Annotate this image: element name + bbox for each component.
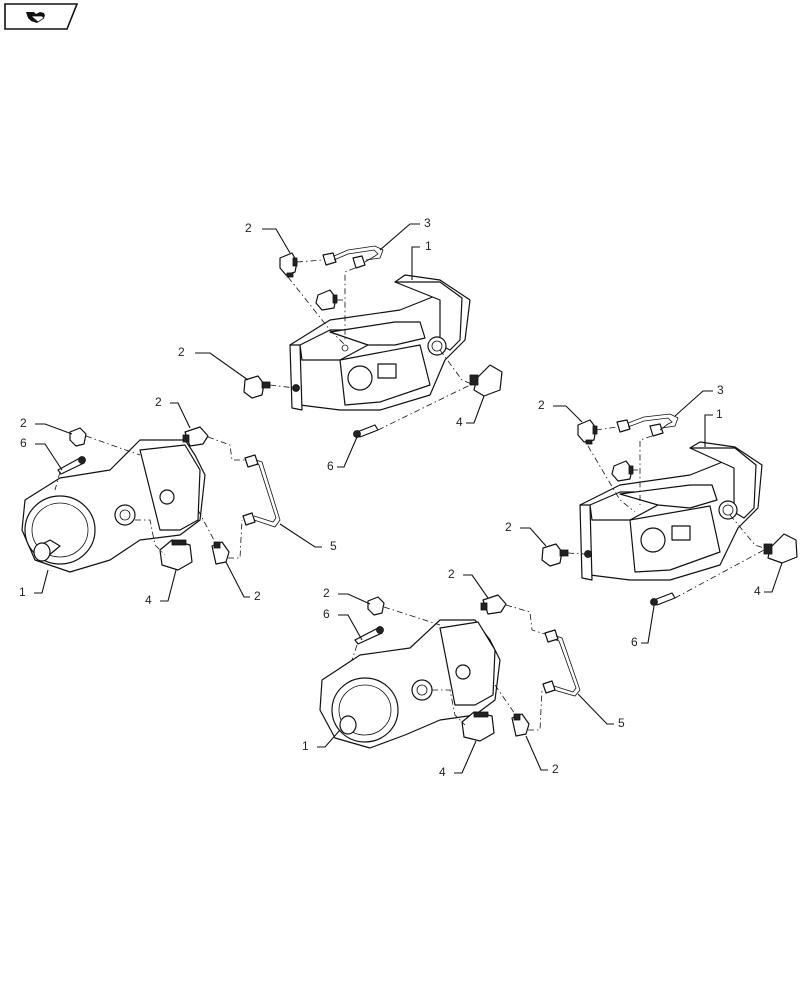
callout-label[interactable]: 2	[155, 395, 162, 409]
bolt-6-left[interactable]	[57, 456, 86, 475]
elbow-fitting-4-left[interactable]	[159, 539, 193, 571]
motor-body-bottom[interactable]	[319, 619, 501, 749]
callouts-top-center: 2 3 1 2 4 6	[178, 216, 463, 473]
elbow-fitting-2-right-a[interactable]	[577, 419, 598, 445]
back-to-index-button[interactable]	[4, 3, 79, 30]
callout-label[interactable]: 6	[631, 635, 638, 649]
tube-3[interactable]	[322, 245, 384, 269]
callout-label[interactable]: 1	[425, 239, 432, 253]
callout-label[interactable]: 1	[302, 739, 309, 753]
elbow-fitting-2-b[interactable]	[243, 375, 271, 399]
bolt-6-top[interactable]	[353, 424, 379, 438]
callout-label[interactable]: 6	[323, 607, 330, 621]
callout-label[interactable]: 2	[20, 416, 27, 430]
motor-body-right[interactable]	[579, 441, 763, 581]
view-left	[21, 402, 322, 602]
callout-label[interactable]: 4	[754, 584, 761, 598]
nut-fitting-top[interactable]	[315, 289, 338, 311]
callout-label[interactable]: 4	[145, 593, 152, 607]
callouts-right: 2 3 1 2 4 6	[505, 383, 761, 649]
elbow-fitting-4-right[interactable]	[763, 533, 798, 564]
fitting-2-left-b[interactable]	[182, 426, 209, 447]
book-hand-icon	[26, 12, 45, 23]
callout-label[interactable]: 3	[424, 216, 431, 230]
callout-label[interactable]: 2	[552, 762, 559, 776]
callouts-bottom-center: 2 6 2 5 1 4 2	[302, 567, 625, 779]
elbow-fitting-4-top[interactable]	[469, 364, 503, 397]
bolt-6-right[interactable]	[650, 592, 676, 606]
callout-label[interactable]: 5	[618, 716, 625, 730]
fitting-2-left-c[interactable]	[211, 541, 230, 565]
callout-label[interactable]: 2	[178, 345, 185, 359]
callout-label[interactable]: 4	[439, 765, 446, 779]
view-bottom-center	[317, 574, 614, 774]
callout-label[interactable]: 6	[327, 459, 334, 473]
elbow-fitting-4-bottom[interactable]	[461, 711, 495, 742]
motor-body-left[interactable]	[21, 439, 206, 573]
callout-label[interactable]: 3	[717, 383, 724, 397]
nut-2-left-a[interactable]	[69, 427, 87, 447]
view-top-center	[195, 223, 503, 468]
callout-label[interactable]: 1	[716, 407, 723, 421]
callout-label[interactable]: 1	[19, 585, 26, 599]
callout-label[interactable]: 2	[254, 589, 261, 603]
nut-fitting-right[interactable]	[611, 460, 634, 482]
callout-label[interactable]: 6	[20, 436, 27, 450]
tube-5-bottom[interactable]	[542, 629, 581, 697]
callout-label[interactable]: 2	[538, 398, 545, 412]
callout-label[interactable]: 2	[448, 567, 455, 581]
motor-body-top[interactable]	[289, 274, 471, 411]
elbow-fitting-2-right-b[interactable]	[541, 543, 569, 567]
callout-label[interactable]: 2	[245, 221, 252, 235]
nut-2-bottom-a[interactable]	[367, 596, 385, 616]
elbow-fitting-2-a[interactable]	[279, 252, 298, 278]
callout-label[interactable]: 2	[323, 586, 330, 600]
callout-label[interactable]: 2	[505, 520, 512, 534]
tube-5-left[interactable]	[242, 454, 281, 528]
fitting-2-bottom-b[interactable]	[480, 594, 507, 615]
back-button-frame	[4, 3, 79, 30]
view-right	[520, 390, 798, 644]
callout-label[interactable]: 5	[330, 539, 337, 553]
tube-3-right[interactable]	[616, 413, 679, 437]
callout-label[interactable]: 4	[456, 415, 463, 429]
fitting-2-bottom-c[interactable]	[511, 713, 530, 737]
callouts-left: 2 6 2 5 1 4 2	[19, 395, 337, 607]
